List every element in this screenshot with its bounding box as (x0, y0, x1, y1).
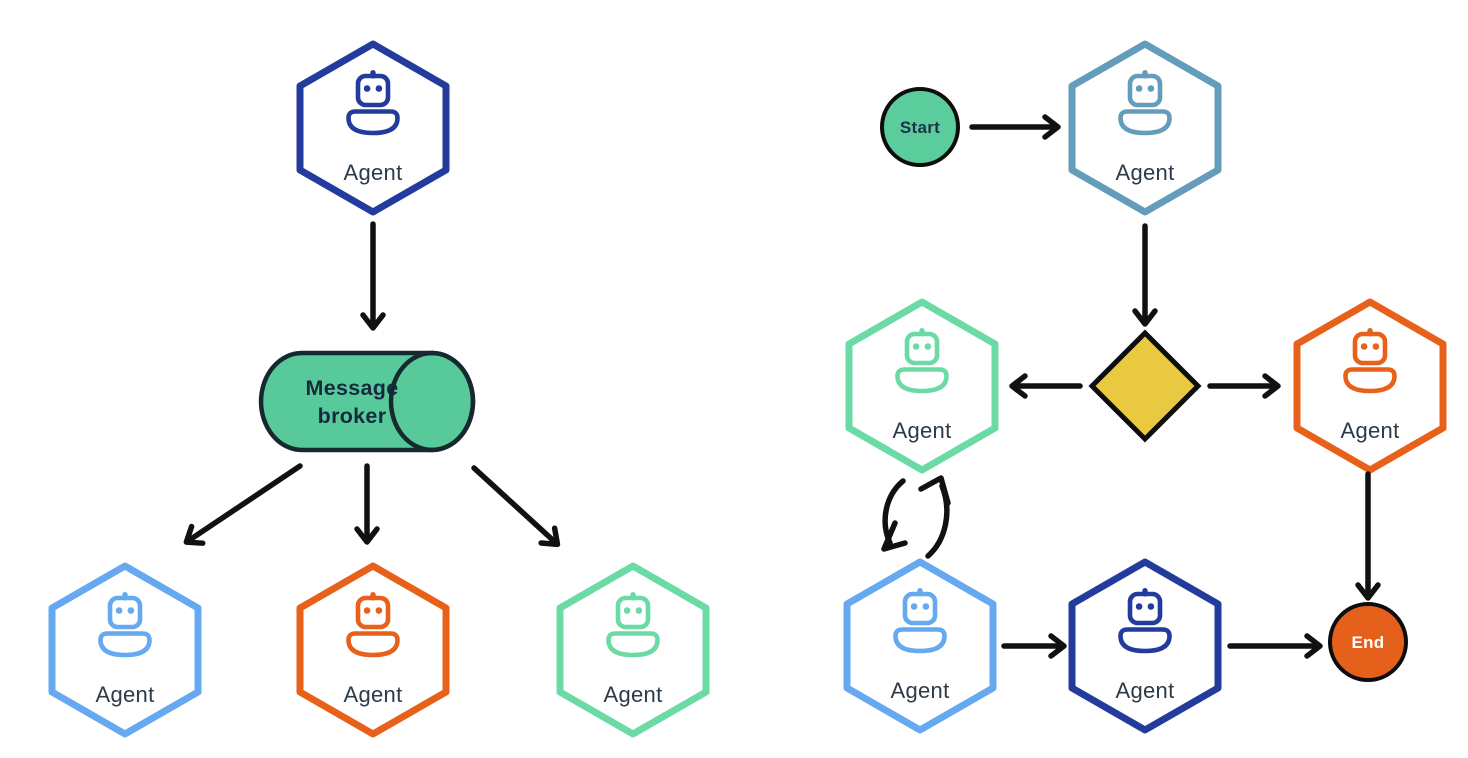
hexagon-border (296, 562, 450, 738)
hexagon-border (1068, 40, 1222, 216)
hexagon-border (845, 298, 999, 474)
hexagon-border (1068, 558, 1222, 734)
agent-node-bottom-right: Agent (556, 562, 710, 738)
agent-node-top: Agent (296, 40, 450, 216)
end-node: End (1328, 602, 1408, 682)
agent-node-branch-right: Agent (1293, 298, 1447, 474)
agent-node-bottom-middle: Agent (296, 562, 450, 738)
agent-label: Agent (344, 682, 403, 707)
loop-cycle-arrows (881, 475, 951, 559)
loop-arrow-down-head (881, 520, 908, 552)
agent-node-router: Agent (1068, 40, 1222, 216)
start-label: Start (900, 118, 940, 137)
agent-label: Agent (1341, 418, 1400, 443)
agent-label: Agent (96, 682, 155, 707)
agent-node-bottom-left: Agent (48, 562, 202, 738)
cylinder-end-cap (388, 350, 476, 453)
hexagon-border (843, 558, 997, 734)
arrow-broker-to-agent-left (183, 463, 303, 546)
cylinder-body (258, 350, 476, 453)
hexagon-border (296, 40, 450, 216)
message-broker-cylinder: Message broker (258, 350, 476, 453)
agent-label: Agent (891, 678, 950, 703)
broker-label-line1: Message (306, 376, 399, 400)
hexagon-border (556, 562, 710, 738)
end-circle (1328, 602, 1408, 682)
agent-node-loop: Agent (843, 558, 997, 734)
agent-label: Agent (893, 418, 952, 443)
decision-diamond (1088, 329, 1202, 443)
agent-label: Agent (604, 682, 663, 707)
hexagon-border (48, 562, 202, 738)
left-diagram-broker-topology: Agent Message broker Agent Agent (48, 40, 710, 738)
agent-node-branch-left: Agent (845, 298, 999, 474)
agent-label: Agent (344, 160, 403, 185)
end-label: End (1351, 633, 1384, 652)
right-diagram-workflow: Start Agent Agent Agent (843, 40, 1447, 734)
broker-label-line2: broker (318, 404, 387, 428)
arrow-broker-to-agent-right (471, 465, 561, 548)
agent-label: Agent (1116, 160, 1175, 185)
hexagon-border (1293, 298, 1447, 474)
agent-node-final: Agent (1068, 558, 1222, 734)
loop-arrow-up-head (918, 475, 951, 506)
start-node: Start (880, 87, 960, 167)
agent-label: Agent (1116, 678, 1175, 703)
start-circle (880, 87, 960, 167)
